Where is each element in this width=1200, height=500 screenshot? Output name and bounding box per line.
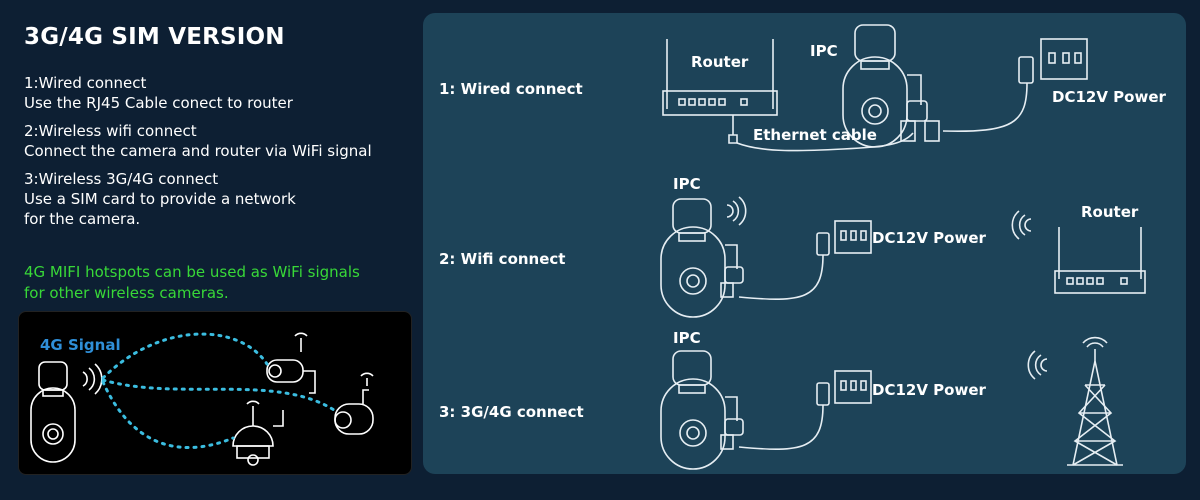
router-icon bbox=[662, 39, 778, 116]
wifi-signal-icon bbox=[1027, 350, 1048, 380]
row-label-wired: 1: Wired connect bbox=[439, 80, 583, 98]
ethernet-cable-label: Ethernet cable bbox=[753, 126, 877, 144]
power-label: DC12V Power bbox=[872, 381, 986, 399]
ptz-camera-icon bbox=[660, 198, 744, 318]
power-adapter-icon bbox=[738, 370, 872, 450]
page-title: 3G/4G SIM VERSION bbox=[24, 24, 285, 50]
left-column: 3G/4G SIM VERSION 1:Wired connect Use th… bbox=[0, 0, 420, 500]
router-label: Router bbox=[691, 53, 749, 71]
ipc-label: IPC bbox=[673, 175, 701, 193]
power-label: DC12V Power bbox=[872, 229, 986, 247]
cell-tower-icon bbox=[1067, 336, 1123, 466]
row-label-4g: 3: 3G/4G connect bbox=[439, 403, 584, 421]
method-wired: 1:Wired connect Use the RJ45 Cable conec… bbox=[24, 73, 414, 113]
method-desc: Use the RJ45 Cable conect to router bbox=[24, 94, 293, 112]
method-wifi: 2:Wireless wifi connect Connect the came… bbox=[24, 121, 414, 161]
power-label: DC12V Power bbox=[1052, 88, 1166, 106]
note-line: 4G MIFI hotspots can be used as WiFi sig… bbox=[24, 263, 360, 281]
dome-camera-icon bbox=[232, 400, 284, 466]
router-label: Router bbox=[1081, 203, 1139, 221]
note-line: for other wireless cameras. bbox=[24, 284, 229, 302]
router-icon bbox=[1054, 227, 1146, 294]
method-title: 1:Wired connect bbox=[24, 74, 147, 92]
signal-diagram-svg bbox=[30, 332, 374, 466]
ethernet-plug-icon bbox=[728, 115, 738, 144]
ptz-camera-icon bbox=[660, 350, 744, 470]
wifi-signal-icon bbox=[726, 196, 747, 226]
bullet-camera-icon bbox=[334, 372, 374, 435]
method-4g: 3:Wireless 3G/4G connect Use a SIM card … bbox=[24, 169, 414, 229]
signal-label: 4G Signal bbox=[40, 336, 121, 354]
method-desc: Use a SIM card to provide a network bbox=[24, 190, 296, 208]
wifi-signal-icon bbox=[1011, 210, 1032, 240]
bullet-camera-icon bbox=[266, 332, 316, 394]
ipc-label: IPC bbox=[810, 42, 838, 60]
ptz-camera-icon bbox=[842, 24, 940, 148]
ipc-label: IPC bbox=[673, 329, 701, 347]
connection-panel: 1: Wired connect Router IPC DC12V Power … bbox=[423, 13, 1186, 474]
mifi-note: 4G MIFI hotspots can be used as WiFi sig… bbox=[24, 262, 360, 304]
power-adapter-icon bbox=[738, 220, 872, 300]
method-title: 3:Wireless 3G/4G connect bbox=[24, 170, 219, 188]
connection-diagram-svg bbox=[660, 24, 1146, 470]
method-desc-cont: for the camera. bbox=[24, 210, 141, 228]
ethernet-cable bbox=[736, 132, 914, 152]
method-title: 2:Wireless wifi connect bbox=[24, 122, 197, 140]
row-label-wifi: 2: Wifi connect bbox=[439, 250, 566, 268]
method-desc: Connect the camera and router via WiFi s… bbox=[24, 142, 372, 160]
signal-illustration bbox=[18, 311, 412, 475]
ptz-camera-icon bbox=[30, 361, 76, 463]
wireless-link-lines bbox=[101, 332, 339, 450]
power-adapter-icon bbox=[942, 38, 1088, 133]
wifi-signal-icon bbox=[82, 363, 103, 395]
connection-methods: 1:Wired connect Use the RJ45 Cable conec… bbox=[24, 73, 414, 237]
